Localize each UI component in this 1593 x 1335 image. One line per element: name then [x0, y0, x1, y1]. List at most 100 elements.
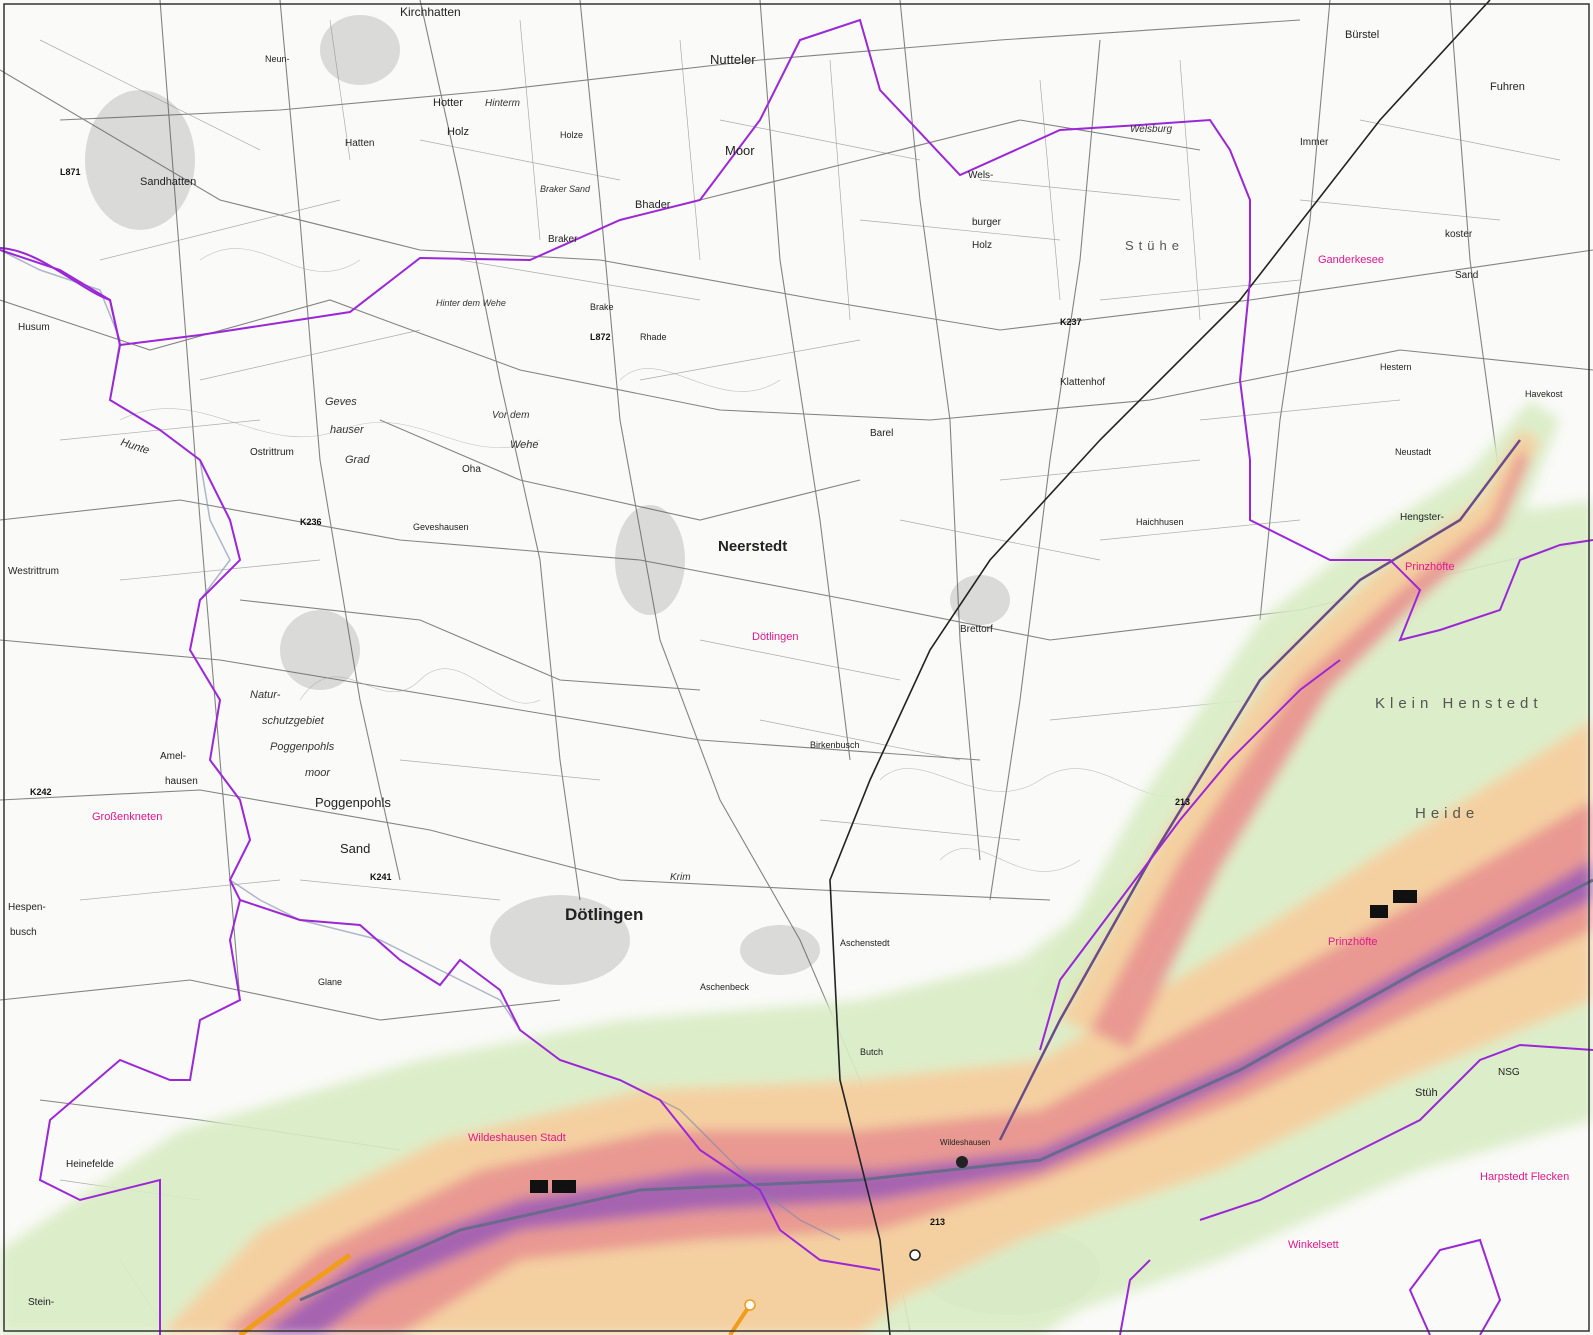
- place-krim: Krim: [670, 872, 691, 883]
- place-oha: Oha: [462, 464, 481, 475]
- place-stein: Stein-: [28, 1297, 54, 1308]
- svg-text:E37: E37: [1398, 893, 1413, 902]
- place-buerstel: Bürstel: [1345, 29, 1379, 41]
- municipality-doetlingen: Dötlingen: [752, 631, 798, 643]
- place-brake: Brake: [590, 302, 614, 312]
- svg-text:1: 1: [536, 1182, 541, 1192]
- place-hotter: Hotter: [433, 97, 463, 109]
- place-hinter-dem-wehe: Hinter dem Wehe: [436, 298, 506, 308]
- place-hespen: Hespen-: [8, 902, 46, 913]
- place-koster: koster: [1445, 229, 1473, 240]
- place-havekost: Havekost: [1525, 389, 1563, 399]
- place-immer: Immer: [1300, 137, 1329, 148]
- place-vor-dem: Vor dem: [492, 410, 529, 421]
- place-sandhatten: Sandhatten: [140, 176, 196, 188]
- place-koster-sand: Sand: [1455, 270, 1478, 281]
- municipality-winkelsett: Winkelsett: [1288, 1239, 1339, 1251]
- place-hinterm: Hinterm: [485, 98, 520, 109]
- place-grad: Grad: [345, 454, 370, 466]
- buffer-zones: [0, 400, 1593, 1335]
- shield-a1-east: 1: [1370, 905, 1388, 918]
- municipality-prinzhoefte-north: Prinzhöfte: [1405, 561, 1455, 573]
- place-rhade: Rhade: [640, 332, 667, 342]
- place-wildeshausen-nord: Wildeshausen: [940, 1138, 990, 1147]
- shield-e37-east: E37: [1393, 890, 1417, 903]
- place-poggenpohls: Poggenpohls: [270, 741, 335, 753]
- place-ostrittrum: Ostrittrum: [250, 447, 294, 458]
- place-geveshausen: Geveshausen: [413, 522, 469, 532]
- place-kirchhatten: Kirchhatten: [400, 5, 461, 19]
- major-towns: Neerstedt Dötlingen: [565, 538, 787, 924]
- shield-k237: K237: [1060, 317, 1082, 327]
- place-wehe: Wehe: [510, 439, 539, 451]
- municipality-labels: Ganderkesee Dötlingen Prinzhöfte Wildesh…: [468, 254, 1569, 1251]
- railway-line: [829, 0, 1491, 1335]
- place-hauser: hauser: [330, 424, 365, 436]
- place-bhader: Bhader: [635, 199, 671, 211]
- place-aschenbeck: Aschenbeck: [700, 982, 750, 992]
- place-birkenbusch: Birkenbusch: [810, 740, 860, 750]
- place-fuhren: Fuhren: [1490, 81, 1525, 93]
- place-poggenpohls-sand: Poggenpohls: [315, 795, 391, 810]
- map-frame-border: [3, 3, 1590, 1332]
- municipal-boundaries: [0, 18, 1593, 1335]
- highway-orange: [238, 1252, 352, 1335]
- place-hengster: Hengster-: [1400, 512, 1444, 523]
- place-glane: Glane: [318, 977, 342, 987]
- place-burger: burger: [972, 217, 1002, 228]
- place-westrittrum: Westrittrum: [8, 566, 59, 577]
- place-nutteler: Nutteler: [710, 52, 756, 67]
- place-holz-wels: Holz: [972, 240, 992, 251]
- place-heide: Heide: [1415, 805, 1479, 822]
- place-welsburg: Welsburg: [1130, 124, 1172, 135]
- place-holze: Holze: [560, 130, 583, 140]
- autobahn-a1: [299, 878, 1593, 1302]
- shield-k241: K241: [370, 872, 392, 882]
- place-heinefelde: Heinefelde: [66, 1159, 114, 1170]
- place-stuehe: Stühe: [1125, 238, 1184, 253]
- place-moor: Moor: [725, 143, 755, 158]
- place-geves: Geves: [325, 396, 357, 408]
- junction-markers: [744, 1156, 968, 1311]
- shield-213-south: 213: [930, 1217, 945, 1227]
- place-klattenhof: Klattenhof: [1060, 377, 1105, 388]
- place-butch: Butch: [860, 1047, 883, 1057]
- zone-core: [260, 860, 1593, 1335]
- place-brettorf: Brettorf: [960, 624, 993, 635]
- shield-a1: 1: [530, 1180, 548, 1193]
- place-labels: Kirchhatten Nutteler Moor Hatten Sandhat…: [8, 5, 1563, 1308]
- road-shields: 1 E37 1 E37 L871 K236 K237 K242 K241 L87…: [30, 167, 1417, 1227]
- place-nsg: NSG: [1498, 1067, 1520, 1078]
- municipality-grossenkneten: Großenkneten: [92, 811, 162, 823]
- place-neun: Neun-: [265, 54, 290, 64]
- place-hatten: Hatten: [345, 138, 374, 149]
- place-schutzgebiet: schutzgebiet: [262, 715, 325, 727]
- town-neerstedt: Neerstedt: [718, 538, 787, 555]
- place-amel: Amel-: [160, 751, 186, 762]
- place-hausen: hausen: [165, 776, 198, 787]
- shield-e37: E37: [552, 1180, 576, 1193]
- place-haichhusen: Haichhusen: [1136, 517, 1184, 527]
- place-braker: Braker: [548, 234, 578, 245]
- place-barel: Barel: [870, 428, 893, 439]
- place-hestern: Hestern: [1380, 362, 1412, 372]
- place-wels: Wels-: [968, 170, 993, 181]
- place-sand: Sand: [340, 841, 370, 856]
- municipality-ganderkesee: Ganderkesee: [1318, 254, 1384, 266]
- municipality-wildeshausen-stadt: Wildeshausen Stadt: [468, 1132, 566, 1144]
- svg-text:E37: E37: [557, 1183, 572, 1192]
- shield-k236: K236: [300, 517, 322, 527]
- place-busch: busch: [10, 927, 37, 938]
- place-aschenstedt: Aschenstedt: [840, 938, 890, 948]
- place-husum: Husum: [18, 322, 50, 333]
- shield-l871: L871: [60, 167, 81, 177]
- municipality-harpstedt-flecken: Harpstedt Flecken: [1480, 1171, 1569, 1183]
- place-stueh: Stüh: [1415, 1087, 1438, 1099]
- shield-l872: L872: [590, 332, 611, 342]
- highway-orange-2: [728, 1303, 752, 1335]
- municipality-prinzhoefte: Prinzhöfte: [1328, 936, 1378, 948]
- place-neustadt: Neustadt: [1395, 447, 1432, 457]
- shield-k242: K242: [30, 787, 52, 797]
